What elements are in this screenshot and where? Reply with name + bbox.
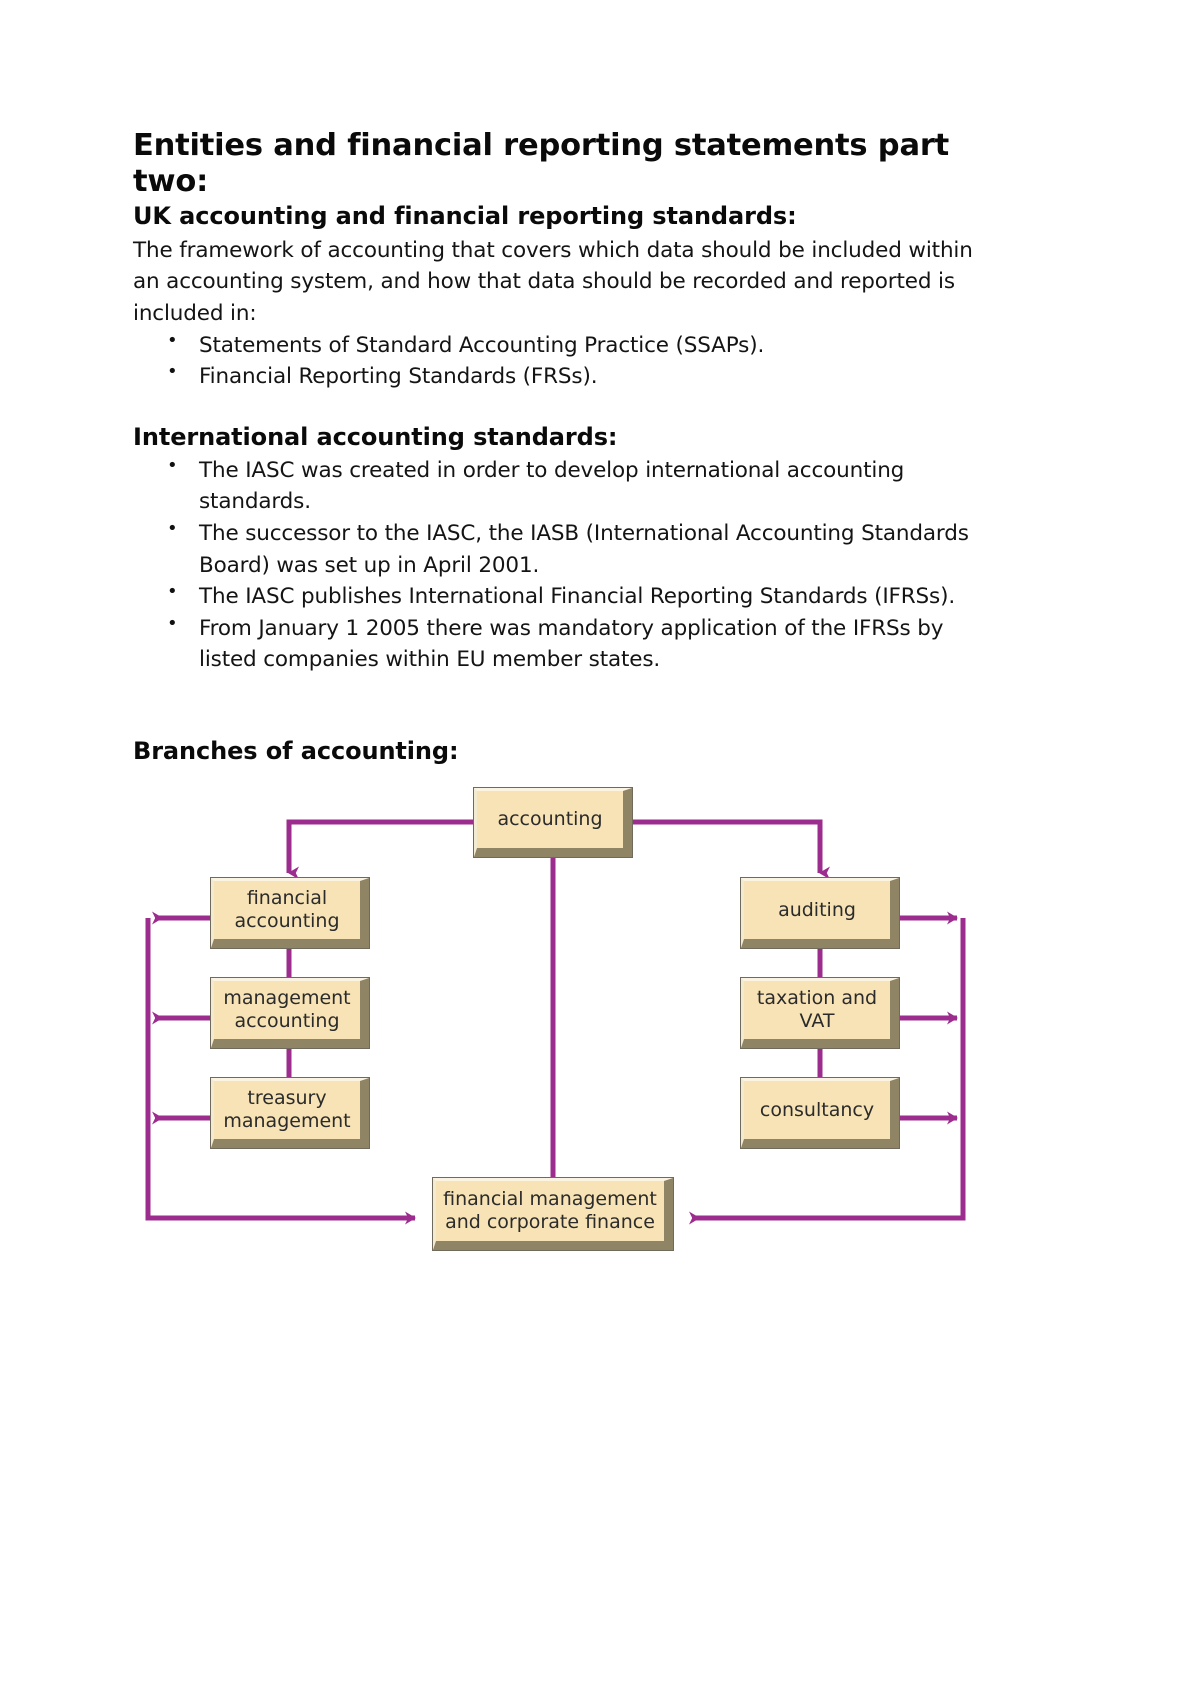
- international-standards-list: The IASC was created in order to develop…: [133, 453, 978, 676]
- list-item: From January 1 2005 there was mandatory …: [133, 611, 978, 676]
- node-label: treasury management: [223, 1087, 351, 1132]
- branches-heading: Branches of accounting:: [133, 737, 459, 765]
- diagram-connectors: [145, 819, 966, 1225]
- international-standards-heading: International accounting standards:: [133, 422, 618, 451]
- section-spacer: [133, 393, 978, 422]
- node-treasury-management[interactable]: treasury management: [210, 1077, 370, 1149]
- node-label: financial accounting: [234, 887, 340, 932]
- list-item: The successor to the IASC, the IASB (Int…: [133, 516, 978, 581]
- node-label: accounting: [497, 808, 603, 831]
- page-title: Entities and financial reporting stateme…: [133, 128, 950, 199]
- node-auditing[interactable]: auditing: [740, 877, 900, 949]
- list-item: The IASC publishes International Financi…: [133, 579, 978, 613]
- node-taxation-and-vat[interactable]: taxation and VAT: [740, 977, 900, 1049]
- node-financial-accounting[interactable]: financial accounting: [210, 877, 370, 949]
- intro-paragraph: The framework of accounting that covers …: [133, 237, 973, 326]
- node-label: taxation and VAT: [756, 987, 878, 1032]
- node-label: management accounting: [223, 987, 351, 1032]
- document-body: Entities and financial reporting stateme…: [133, 128, 978, 676]
- uk-standards-list: Statements of Standard Accounting Practi…: [133, 328, 978, 393]
- branches-of-accounting-diagram: accounting financial accounting manageme…: [0, 770, 1200, 1280]
- list-item: Statements of Standard Accounting Practi…: [133, 328, 978, 362]
- list-item: Financial Reporting Standards (FRSs).: [133, 359, 978, 393]
- node-accounting[interactable]: accounting: [473, 787, 633, 858]
- node-label: financial management and corporate finan…: [443, 1188, 657, 1233]
- node-financial-management-and-corporate-finance[interactable]: financial management and corporate finan…: [432, 1177, 674, 1251]
- uk-standards-heading: UK accounting and financial reporting st…: [133, 201, 797, 230]
- node-label: auditing: [778, 898, 856, 921]
- list-item: The IASC was created in order to develop…: [133, 453, 978, 518]
- node-label: consultancy: [759, 1098, 875, 1121]
- node-management-accounting[interactable]: management accounting: [210, 977, 370, 1049]
- node-consultancy[interactable]: consultancy: [740, 1077, 900, 1149]
